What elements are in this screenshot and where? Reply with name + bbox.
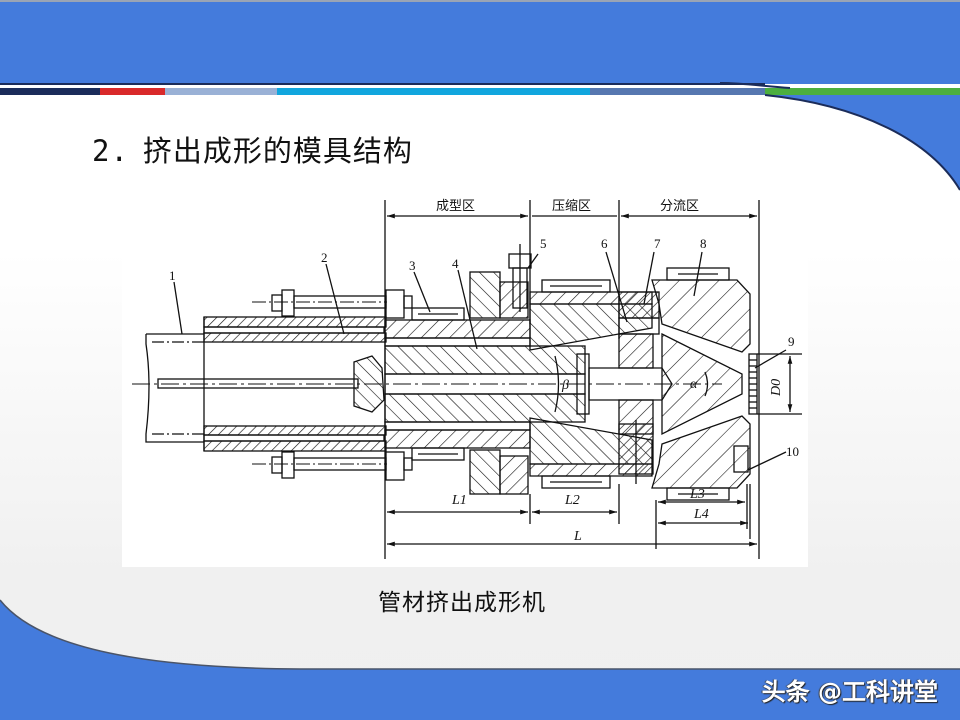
header-band — [0, 0, 960, 84]
slide-title-text: 挤出成形的模具结构 — [142, 134, 413, 168]
part-label-10: 10 — [786, 444, 799, 459]
part-label-6: 6 — [601, 236, 608, 251]
extrusion-die-drawing: 成型区 压缩区 分流区 1 2 3 4 5 6 7 8 9 10 β α L1 … — [122, 184, 808, 567]
part-label-5: 5 — [540, 236, 547, 251]
zone-label-forming: 成型区 — [436, 199, 475, 214]
source-watermark: 头条 @工科讲堂 — [761, 678, 938, 706]
stripe-slate — [590, 88, 765, 95]
slide-title: 2. 挤出成形的模具结构 — [92, 128, 413, 170]
dimension-label-D0: D0 — [769, 379, 784, 397]
stripe-lightblue — [165, 88, 277, 95]
stripe-navy — [0, 88, 100, 95]
decorative-stripes — [0, 88, 960, 95]
stripe-cyan — [277, 88, 590, 95]
dimension-label-L2: L2 — [564, 493, 580, 508]
part-label-1: 1 — [169, 268, 176, 283]
part-label-2: 2 — [321, 250, 328, 265]
dimension-label-L: L — [573, 529, 582, 544]
part-label-9: 9 — [788, 334, 795, 349]
angle-label-alpha: α — [690, 377, 698, 392]
zone-label-distribution: 分流区 — [660, 199, 699, 214]
part-label-7: 7 — [654, 236, 661, 251]
part-label-4: 4 — [452, 256, 459, 271]
figure-caption: 管材挤出成形机 — [378, 590, 546, 616]
dimension-label-L4: L4 — [693, 507, 709, 522]
angle-label-beta: β — [561, 378, 569, 393]
header-divider-line — [0, 83, 765, 85]
stripe-red — [100, 88, 165, 95]
die-cross-section-diagram: 成型区 压缩区 分流区 1 2 3 4 5 6 7 8 9 10 β α L1 … — [132, 198, 802, 559]
dimension-label-L3: L3 — [689, 487, 705, 502]
slide-title-number: 2. — [92, 134, 129, 168]
dimension-label-L1: L1 — [451, 493, 467, 508]
stripe-green — [765, 88, 960, 95]
part-label-8: 8 — [700, 236, 707, 251]
zone-label-compression: 压缩区 — [552, 198, 591, 214]
part-label-3: 3 — [409, 258, 416, 273]
